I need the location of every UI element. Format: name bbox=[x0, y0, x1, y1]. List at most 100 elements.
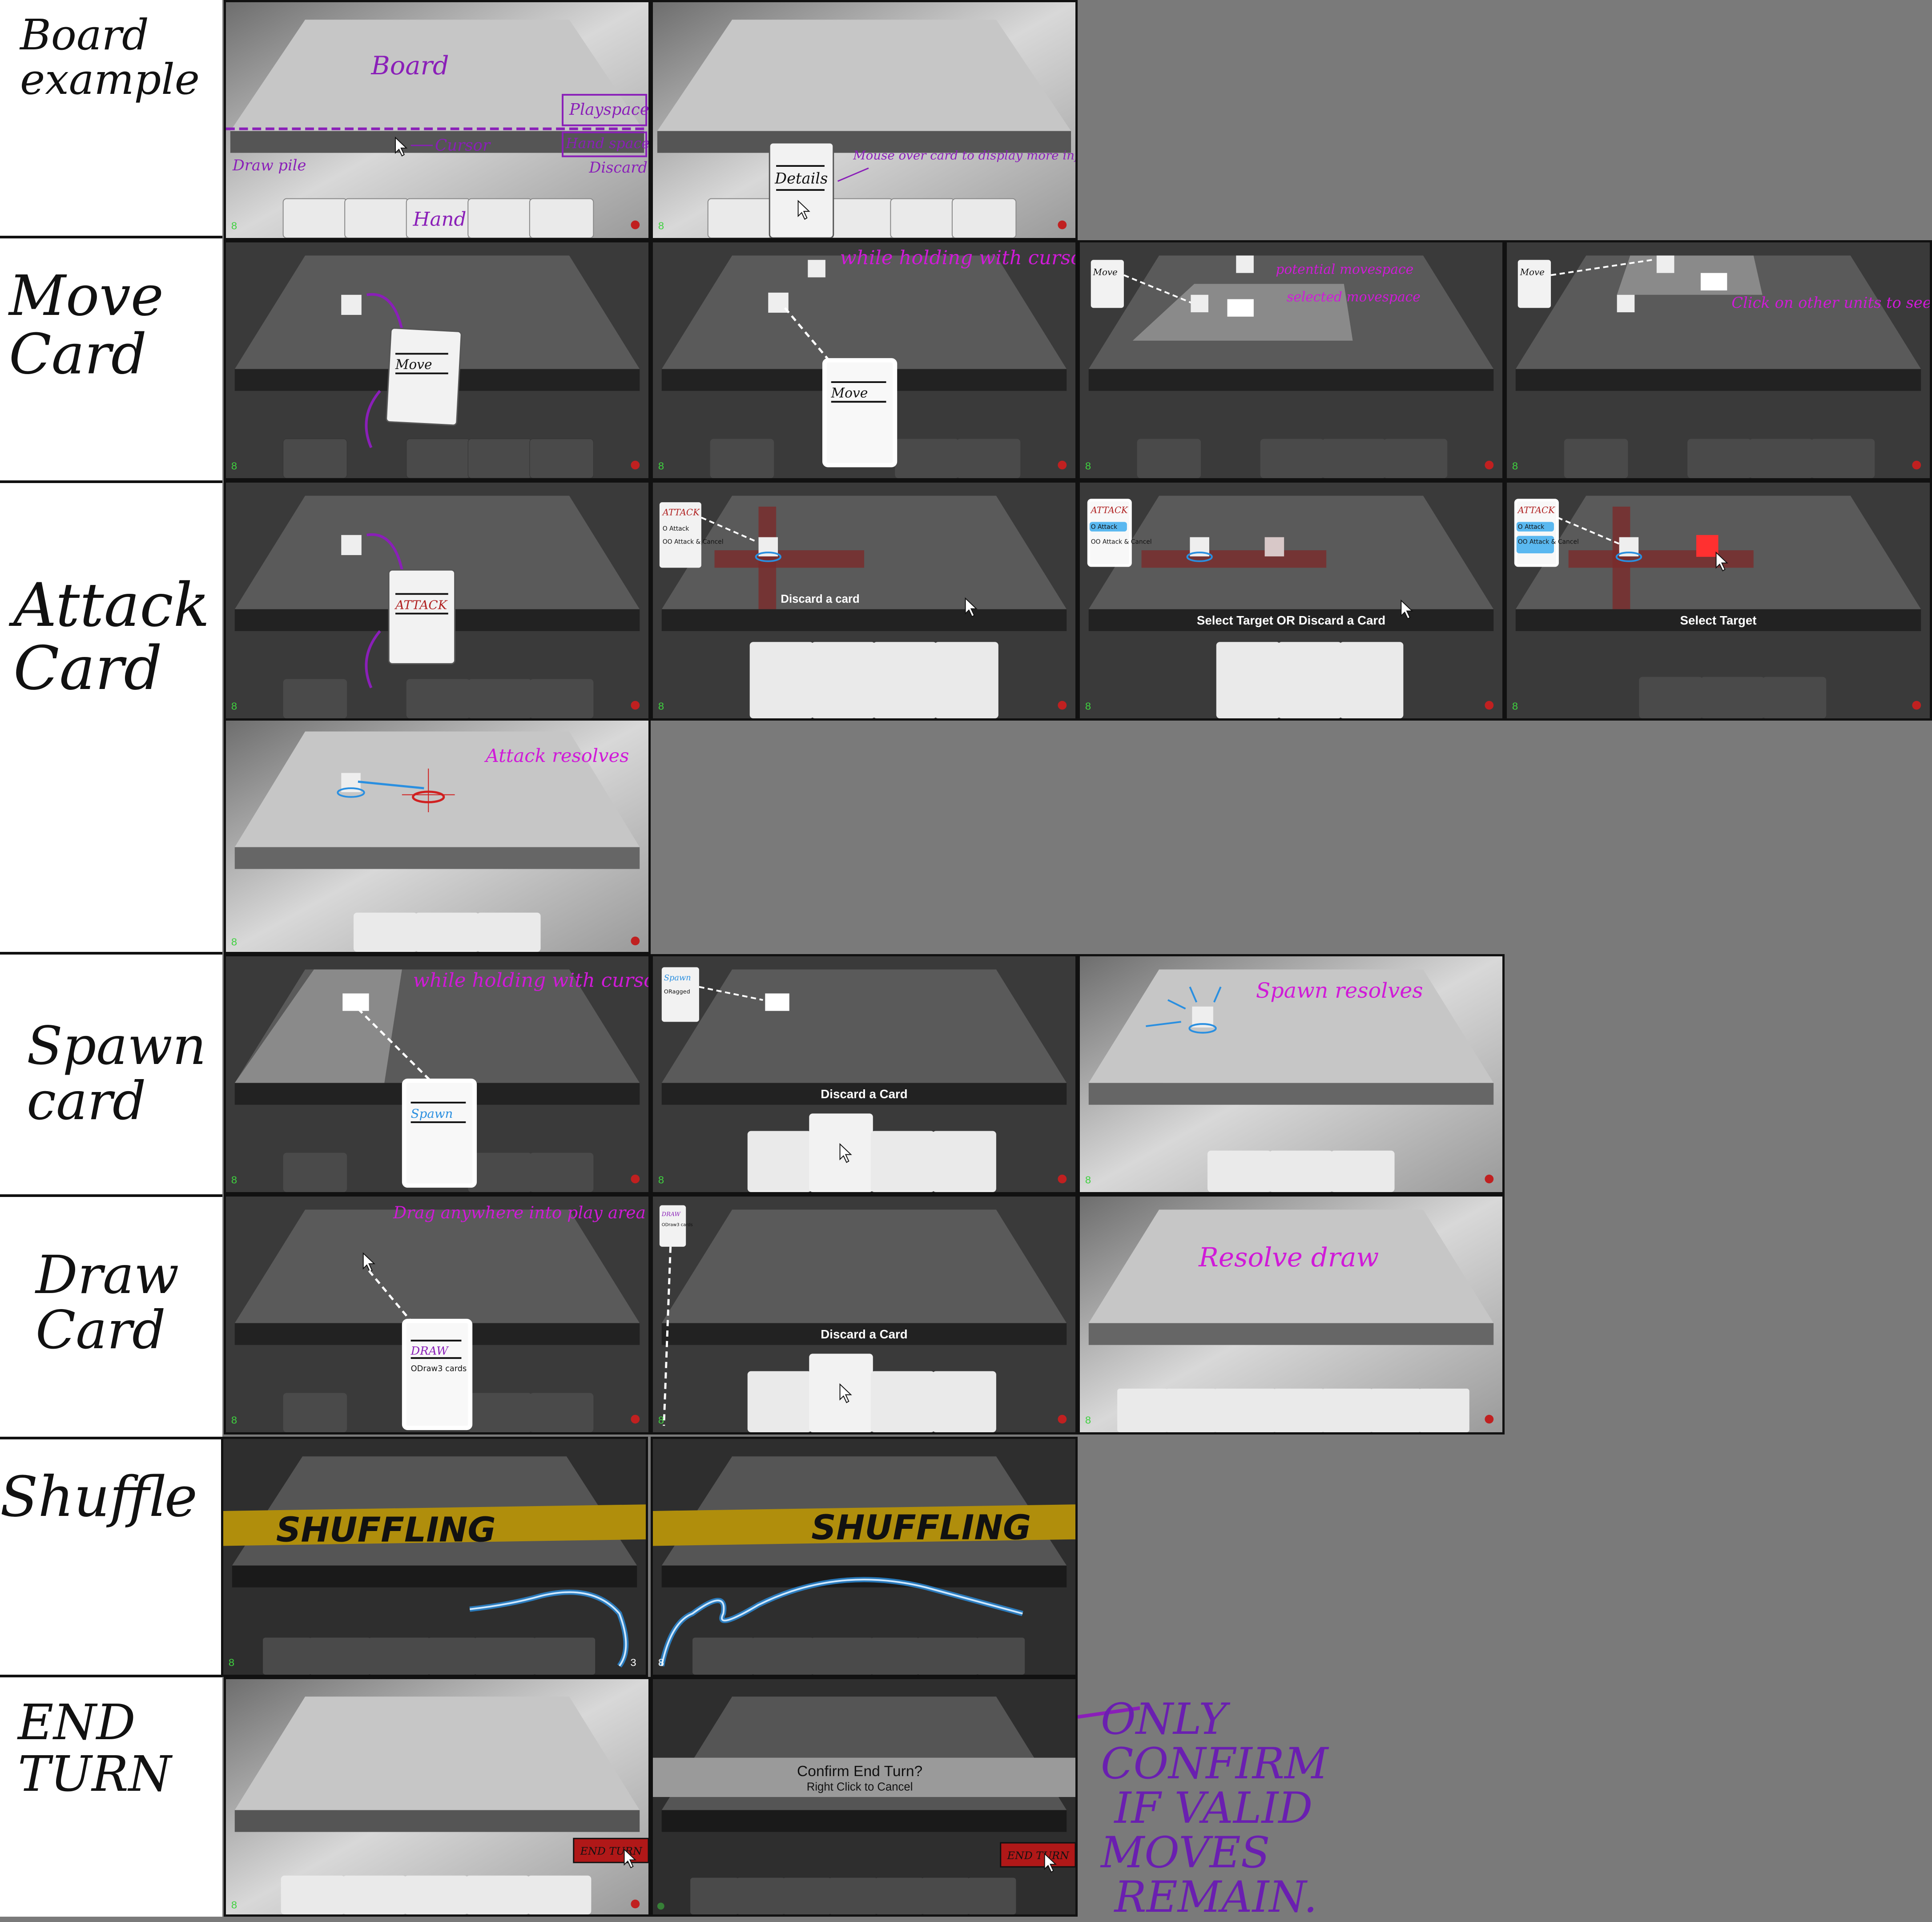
draw-pile-count: 8 bbox=[658, 1174, 664, 1186]
discard-pile-icon bbox=[1058, 220, 1067, 230]
draw-card-held[interactable] bbox=[402, 1318, 473, 1430]
row-label-text: END TURN bbox=[18, 1694, 172, 1802]
frame-move-2: Move while holding with cursorin playspa… bbox=[651, 240, 1078, 480]
discard-count: 3 bbox=[630, 1657, 636, 1668]
spawn-card-title: Spawn bbox=[411, 1106, 453, 1121]
spawn-card-title: Spawn bbox=[664, 974, 691, 983]
frame-move-3: Move potential movespace selected movesp… bbox=[1078, 240, 1505, 480]
spawn-option: ORagged bbox=[664, 988, 690, 995]
row-divider bbox=[0, 1675, 222, 1677]
frame-spawn-1: Spawn while holding with cursorin playsp… bbox=[224, 954, 651, 1194]
frame-attack-5: Attack resolves 8 bbox=[224, 718, 651, 954]
draw-pile-count: 8 bbox=[1512, 701, 1518, 712]
frame-end-turn-2: Confirm End Turn? Right Click to Cancel … bbox=[651, 1677, 1078, 1917]
draw-pile-count: 8 bbox=[231, 1174, 237, 1186]
draw-pile-count: 8 bbox=[231, 220, 237, 232]
draw-pile-count: 8 bbox=[658, 1414, 664, 1426]
frame-shuffle-1: SHUFFLING 3 8 bbox=[221, 1437, 648, 1677]
draw-pile-count: 8 bbox=[1085, 1414, 1091, 1426]
cursor-icon bbox=[395, 136, 408, 157]
attack-card-title: ATTACK bbox=[394, 598, 448, 612]
draw-pile-count: 8 bbox=[1512, 460, 1518, 472]
row-label-attack: Attack Card bbox=[0, 485, 222, 952]
draw-pile-count: 8 bbox=[1085, 1174, 1091, 1186]
move-card-title: Move bbox=[1093, 267, 1118, 278]
confirm-end-turn-bar bbox=[653, 1757, 1075, 1797]
draw-pile-count: 8 bbox=[231, 460, 237, 472]
draw-pile-count: 8 bbox=[1085, 701, 1091, 712]
move-card-held[interactable] bbox=[822, 358, 898, 467]
draw-pile-count: 8 bbox=[658, 701, 664, 712]
prompt-discard: Discard a card bbox=[781, 593, 859, 605]
targeted-enemy[interactable] bbox=[1696, 535, 1719, 557]
attack-card-title: ATTACK bbox=[1090, 505, 1128, 516]
prompt-select-target: Select Target bbox=[1680, 613, 1756, 627]
board-label: Board bbox=[371, 51, 449, 81]
row-label-board: Board example bbox=[0, 0, 222, 238]
note-click-units: Click on other units to see their moves bbox=[1731, 294, 1930, 311]
prompt-discard: Discard a Card bbox=[821, 1327, 907, 1341]
draw-pile-label: Draw pile bbox=[232, 157, 306, 174]
details-card-title: Details bbox=[774, 169, 828, 187]
end-turn-label: END TURN bbox=[580, 1845, 643, 1858]
draw-card-option: ODraw3 cards bbox=[662, 1223, 693, 1228]
row-label-text: Move Card bbox=[9, 264, 164, 387]
move-card-title: Move bbox=[1520, 267, 1545, 278]
draw-pile-count: 8 bbox=[231, 701, 237, 712]
row-label-text: Shuffle bbox=[0, 1465, 197, 1529]
frame-board-example: Board Playspace Hand space Cursor Draw p… bbox=[224, 0, 651, 240]
confirm-end-turn-title: Confirm End Turn? bbox=[797, 1763, 922, 1780]
move-card-title: Move bbox=[831, 386, 868, 401]
row-divider bbox=[0, 1194, 222, 1197]
row-divider bbox=[0, 952, 222, 955]
end-turn-button[interactable] bbox=[573, 1837, 648, 1863]
enemy-unit[interactable] bbox=[1264, 537, 1284, 556]
row-label-end-turn: END TURN bbox=[0, 1679, 222, 1917]
attack-card-title: ATTACK bbox=[1517, 505, 1555, 516]
shuffling-banner bbox=[223, 1504, 646, 1546]
attack-cancel-option: OO Attack & Cancel bbox=[663, 538, 724, 545]
frame-attack-2: Discard a card ATTACK O Attack OO Attack… bbox=[651, 480, 1078, 721]
draw-pile-count: 8 bbox=[658, 460, 664, 472]
draw-pile-count: 8 bbox=[231, 1899, 237, 1911]
move-card[interactable] bbox=[386, 327, 462, 426]
note-drag-anywhere: Drag anywhere into play area bbox=[393, 1203, 646, 1222]
discard-pile-icon bbox=[631, 220, 640, 230]
attack-option: O Attack bbox=[663, 525, 689, 532]
frame-spawn-2: Discard a Card Spawn ORagged 8 bbox=[651, 954, 1078, 1194]
move-card-title: Move bbox=[395, 357, 432, 372]
draw-pile-count: 8 bbox=[1085, 460, 1091, 472]
end-turn-button[interactable] bbox=[1000, 1842, 1075, 1868]
unit-icon[interactable] bbox=[341, 294, 362, 315]
confirm-end-turn-subtitle: Right Click to Cancel bbox=[807, 1781, 913, 1793]
attack-card[interactable] bbox=[388, 569, 456, 665]
frame-end-turn-1: END TURN 8 bbox=[224, 1677, 651, 1917]
row-label-text: Attack Card bbox=[13, 570, 210, 703]
attack-cancel-option: OO Attack & Cancel bbox=[1091, 538, 1152, 545]
frame-shuffle-2: SHUFFLING 8 bbox=[651, 1437, 1078, 1677]
note-only-confirm: ONLY CONFIRM IF VALID MOVES REMAIN. bbox=[1101, 1694, 1328, 1922]
attack-cancel-option: OO Attack & Cancel bbox=[1518, 538, 1579, 545]
note-resolve-draw: Resolve draw bbox=[1198, 1242, 1379, 1273]
attack-card-title: ATTACK bbox=[662, 508, 700, 518]
draw-pile-count: 8 bbox=[658, 1657, 664, 1668]
note-arrow bbox=[1078, 1706, 1140, 1719]
frame-move-4: Move Click on other units to see their m… bbox=[1505, 240, 1932, 480]
details-note: Mouse over card to display more informat… bbox=[853, 148, 1075, 162]
prompt-discard: Discard a Card bbox=[821, 1087, 907, 1101]
draw-pile-count: 8 bbox=[658, 220, 664, 232]
frame-draw-3: Resolve draw 8 bbox=[1078, 1194, 1505, 1434]
row-label-text: Draw Card bbox=[36, 1244, 179, 1361]
note-holding: while holding with cursorin playspace bbox=[413, 970, 648, 992]
row-divider bbox=[0, 1437, 222, 1439]
frame-draw-2: Discard a Card DRAW ODraw3 cards 8 bbox=[651, 1194, 1078, 1434]
playspace-label: Playspace bbox=[569, 101, 648, 119]
spawn-card-held[interactable] bbox=[402, 1078, 477, 1188]
row-label-move: Move Card bbox=[0, 240, 222, 480]
row-divider bbox=[0, 236, 222, 238]
draw-card-option: ODraw3 cards bbox=[411, 1365, 467, 1374]
frame-attack-1: ATTACK 8 bbox=[224, 480, 651, 721]
frame-attack-4: Select Target ATTACK O Attack OO Attack … bbox=[1505, 480, 1932, 721]
selected-movespace[interactable] bbox=[1227, 299, 1254, 317]
frame-spawn-3: Spawn resolves 8 bbox=[1078, 954, 1505, 1194]
